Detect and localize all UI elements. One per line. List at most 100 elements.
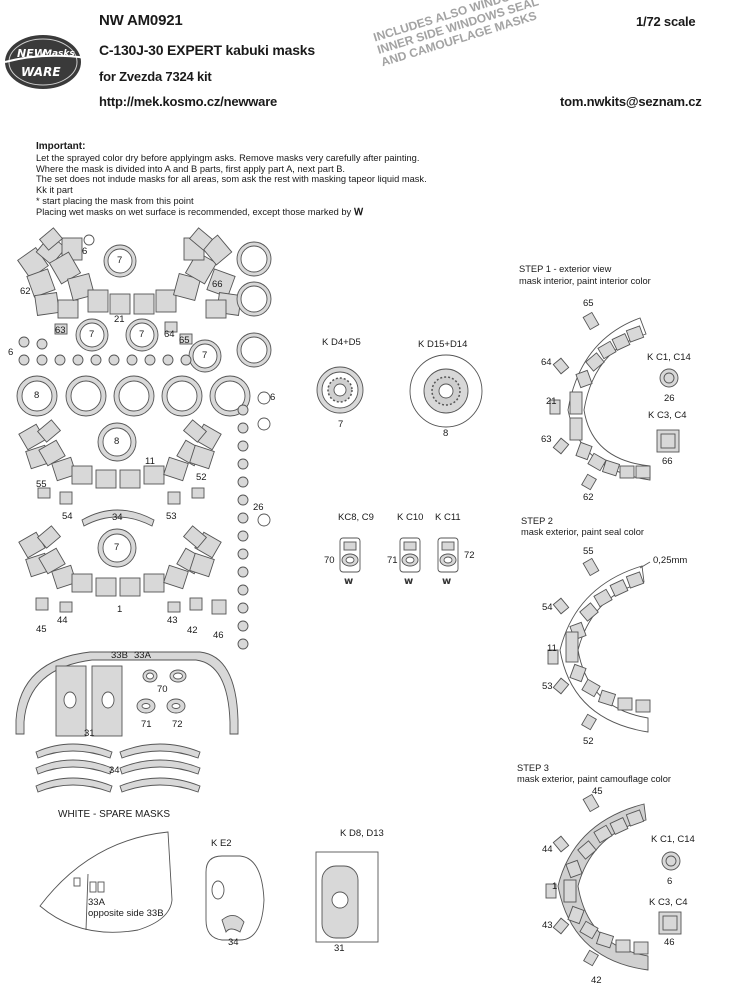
- large-porthole-row: [16, 375, 271, 431]
- label-62: 62: [20, 286, 31, 297]
- step1-title: STEP 1 - exterior view: [519, 264, 612, 274]
- step3-diagram: [545, 793, 682, 971]
- label-66: 66: [662, 456, 673, 467]
- label-6: 6: [270, 392, 276, 403]
- upper-inner-arc: [38, 227, 214, 251]
- note-line: Where the mask is divided into A and B p…: [36, 163, 346, 174]
- label-21: 21: [114, 314, 125, 325]
- email-link[interactable]: tom.nwkits@seznam.cz: [560, 94, 702, 109]
- label-26: 26: [253, 502, 264, 513]
- label-46: 46: [664, 937, 675, 948]
- step1-description: mask interior, paint interior color: [519, 276, 651, 286]
- label-26: 26: [664, 393, 675, 404]
- note-line: * start placing the mask from this point: [36, 195, 194, 206]
- label-65: 65: [179, 335, 190, 346]
- label-33a: 33A: [88, 897, 105, 908]
- label-44: 44: [542, 844, 553, 855]
- small-dots-rows: [18, 336, 192, 366]
- step3-description: mask exterior, paint camouflage color: [517, 774, 671, 784]
- step1-diagram: [549, 311, 680, 491]
- label-025mm: 0,25mm: [653, 555, 688, 566]
- label-7: 7: [338, 419, 344, 430]
- lower-window-arc: [18, 525, 227, 615]
- label-65: 65: [583, 298, 594, 309]
- step2-description: mask exterior, paint seal color: [521, 527, 644, 537]
- label-7: 7: [117, 255, 123, 266]
- label-54: 54: [542, 602, 553, 613]
- label-11: 11: [145, 456, 155, 467]
- step2-diagram: [547, 557, 651, 733]
- label-kc3-c4: K C3, C4: [648, 410, 687, 421]
- label-42: 42: [591, 975, 602, 986]
- note-line: The set does not indude masks for all ar…: [36, 174, 427, 185]
- label-opposite-side: opposite side 33B: [88, 908, 164, 919]
- svg-text:Masks: Masks: [43, 49, 75, 59]
- label-53: 53: [166, 511, 177, 522]
- svg-text:w: w: [442, 576, 451, 587]
- step3-title: STEP 3: [517, 763, 549, 773]
- label-kc10: K C10: [397, 512, 424, 523]
- note-line: Let the sprayed color dry before applyin…: [36, 152, 420, 163]
- label-kc11: K C11: [435, 512, 461, 523]
- svg-text:WARE: WARE: [21, 65, 61, 79]
- label-54: 54: [62, 511, 73, 522]
- middle-window-arc: [18, 419, 222, 505]
- label-11: 11: [547, 643, 557, 654]
- dot-column: [237, 404, 271, 650]
- label-kc8-c9: KC8, C9: [338, 512, 374, 523]
- label-8: 8: [34, 390, 40, 401]
- label-66: 66: [212, 279, 223, 290]
- important-notes: Important: Let the sprayed color dry bef…: [36, 141, 506, 218]
- label-8: 8: [443, 428, 449, 439]
- label-71: 71: [387, 555, 398, 566]
- upper-window-arc: [17, 234, 242, 319]
- part-number: NW AM0921: [99, 12, 183, 29]
- note-line: Placing wet masks on wet surface is reco…: [36, 206, 364, 217]
- svg-text:w: w: [344, 576, 353, 587]
- label-55: 55: [36, 479, 47, 490]
- label-45: 45: [36, 624, 47, 635]
- label-6: 6: [82, 246, 88, 257]
- scale-label: 1/72 scale: [636, 14, 696, 29]
- label-63: 63: [541, 434, 552, 445]
- label-8: 8: [114, 436, 120, 447]
- label-53: 53: [542, 681, 553, 692]
- website-link[interactable]: http://mek.kosmo.cz/newware: [99, 94, 278, 109]
- label-kc3-c4: K C3, C4: [649, 897, 688, 908]
- label-33a: 33A: [134, 650, 151, 661]
- label-kc1-c14: K C1, C14: [651, 834, 695, 845]
- label-33b: 33B: [111, 650, 128, 661]
- label-45: 45: [592, 786, 603, 797]
- label-72: 72: [464, 550, 475, 561]
- label-34: 34: [109, 765, 120, 776]
- label-kd4-d5: K D4+D5: [322, 337, 361, 348]
- label-34: 34: [112, 512, 123, 523]
- label-21: 21: [546, 396, 557, 407]
- label-52: 52: [196, 472, 207, 483]
- svg-text:NEW: NEW: [17, 47, 47, 60]
- label-72: 72: [172, 719, 183, 730]
- product-subtitle: for Zvezda 7324 kit: [99, 69, 212, 84]
- label-31: 31: [84, 728, 95, 739]
- label-1: 1: [552, 881, 558, 892]
- white-spare-masks-label: WHITE - SPARE MASKS: [58, 809, 171, 820]
- label-6: 6: [667, 876, 673, 887]
- new-ware-logo: NEW Masks WARE: [4, 35, 88, 89]
- label-46: 46: [213, 630, 224, 641]
- label-kd8-d13: K D8, D13: [340, 828, 384, 839]
- label-kc1-c14: K C1, C14: [647, 352, 691, 363]
- label-6: 6: [8, 347, 14, 358]
- label-kd15-d14: K D15+D14: [418, 339, 468, 350]
- label-55: 55: [583, 546, 594, 557]
- label-31: 31: [334, 943, 345, 954]
- label-7: 7: [202, 350, 208, 361]
- label-64: 64: [164, 329, 175, 340]
- label-43: 43: [167, 615, 178, 626]
- center-parts: w w w: [39, 354, 483, 943]
- label-63: 63: [55, 325, 66, 336]
- label-42: 42: [187, 625, 198, 636]
- label-64: 64: [541, 357, 552, 368]
- label-44: 44: [57, 615, 68, 626]
- svg-text:w: w: [404, 576, 413, 587]
